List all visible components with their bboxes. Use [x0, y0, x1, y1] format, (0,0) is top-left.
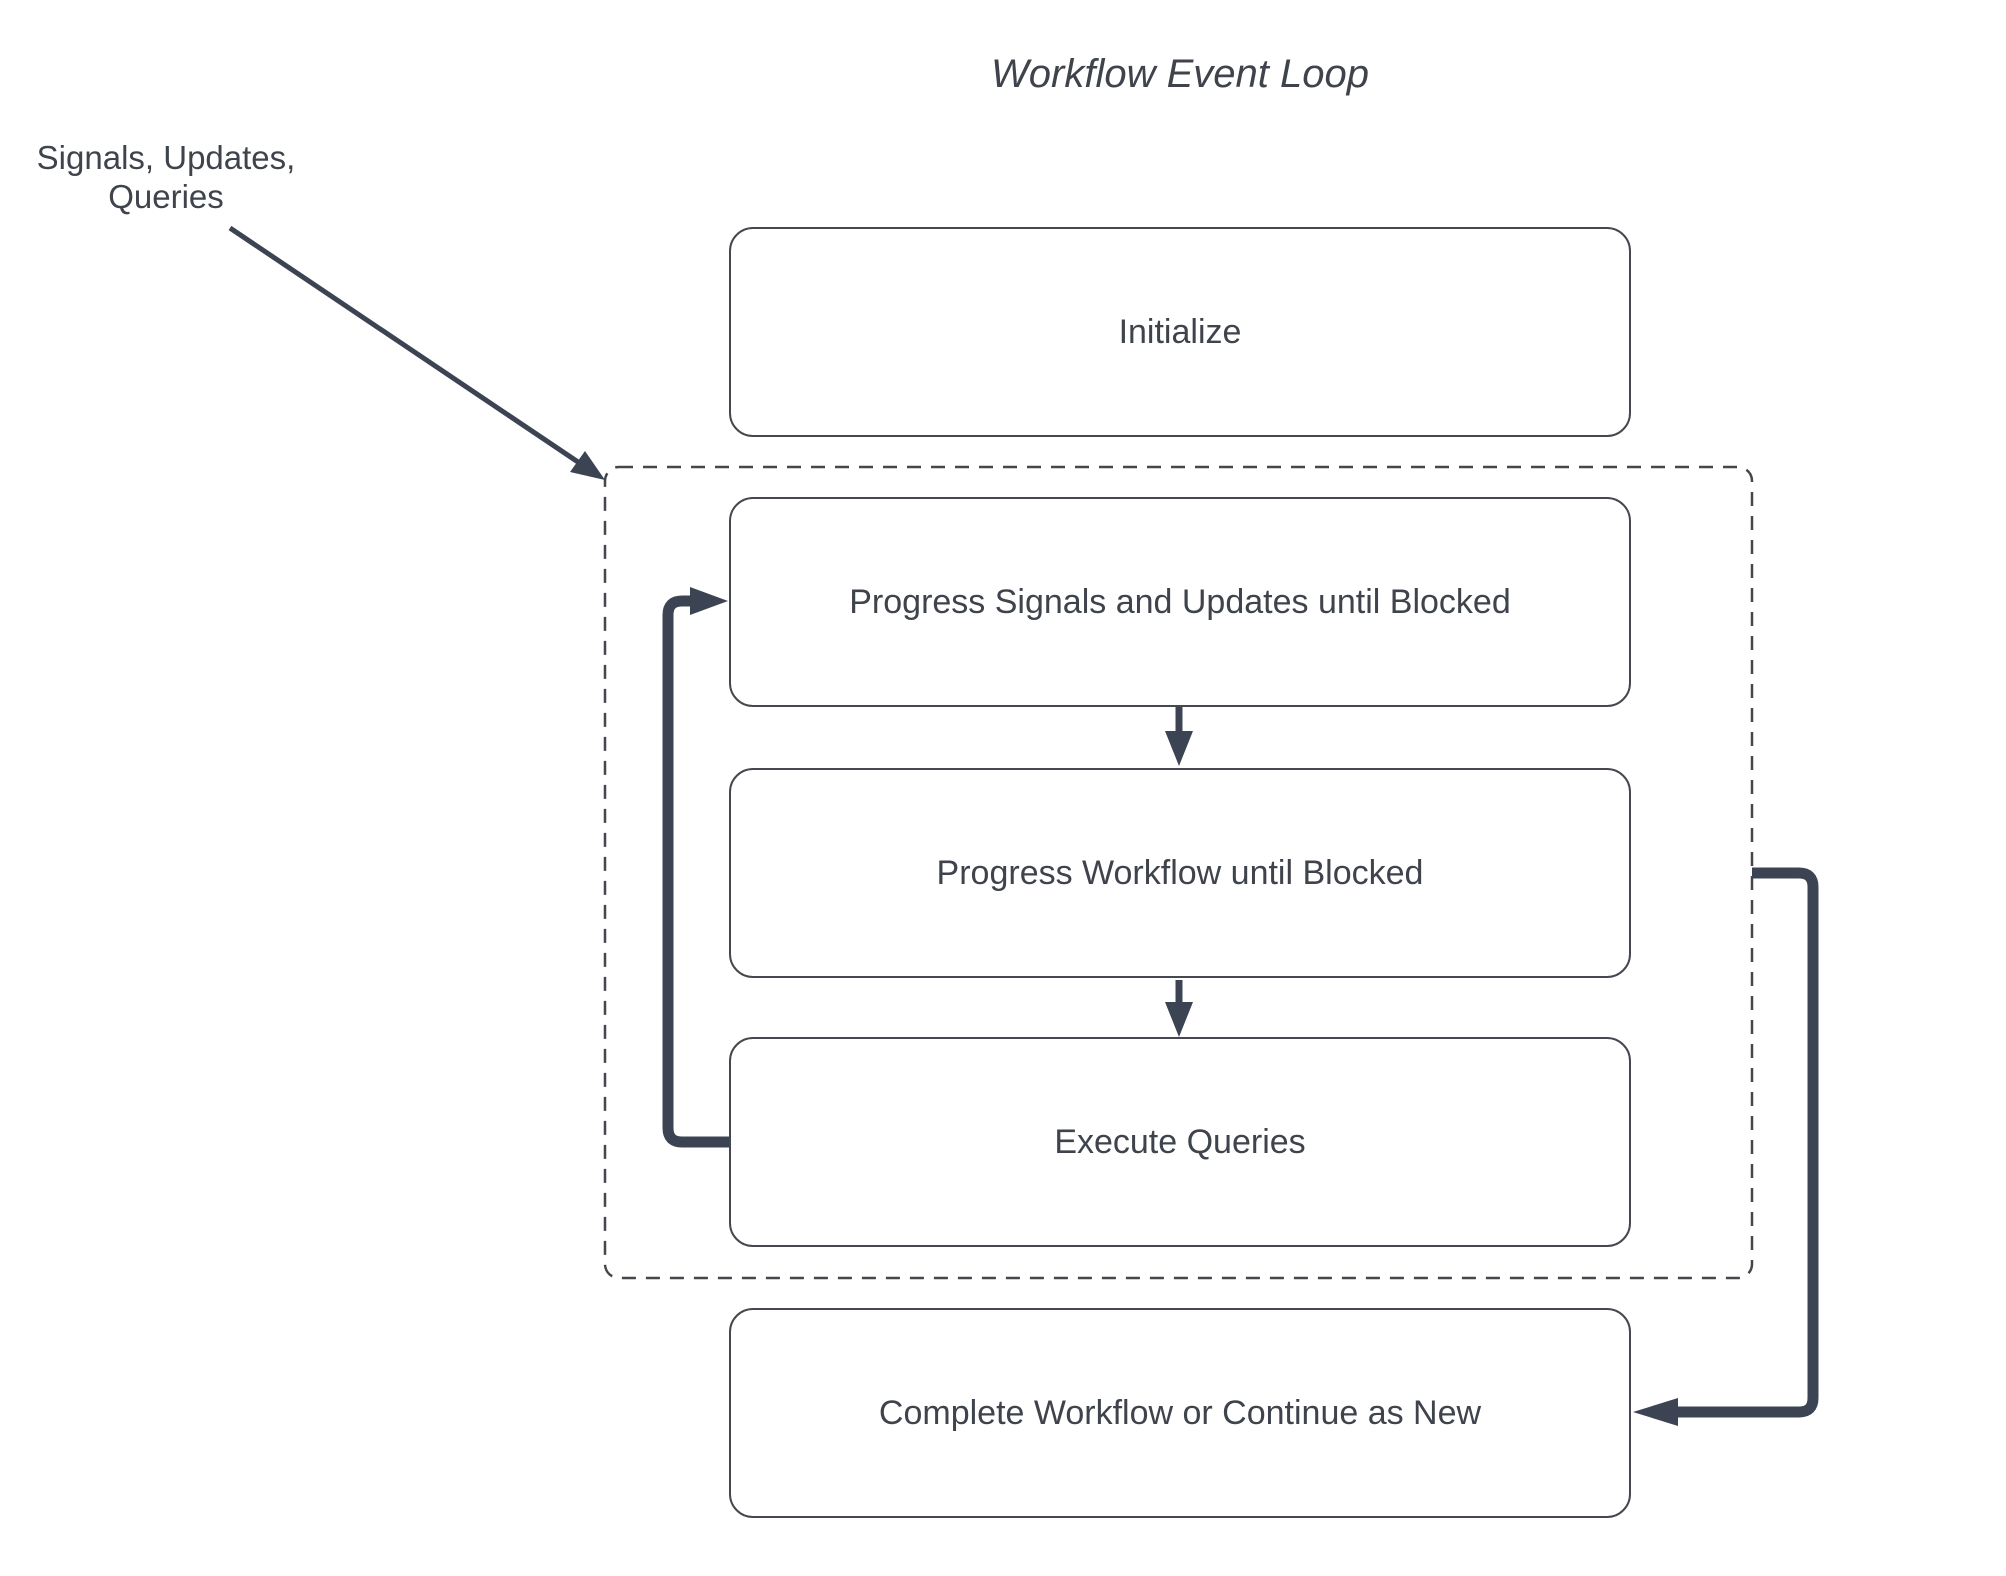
- signals-updates-queries-label: Signals, Updates, Queries: [16, 138, 316, 216]
- signals-to-workflow-arrow: [1165, 707, 1193, 766]
- loop-to-complete-arrow: [1633, 867, 1819, 1426]
- node-execute-queries-label: Execute Queries: [1054, 1122, 1306, 1161]
- node-initialize: Initialize: [729, 227, 1631, 437]
- node-progress-signals-updates: Progress Signals and Updates until Block…: [729, 497, 1631, 707]
- signals-input-arrow: [228, 225, 605, 480]
- node-progress-workflow: Progress Workflow until Blocked: [729, 768, 1631, 978]
- diagram-title: Workflow Event Loop: [991, 52, 1369, 96]
- signals-updates-queries-line1: Signals, Updates,: [36, 139, 296, 176]
- node-initialize-label: Initialize: [1118, 312, 1242, 351]
- node-progress-workflow-label: Progress Workflow until Blocked: [936, 853, 1424, 892]
- signals-updates-queries-line2: Queries: [108, 178, 224, 215]
- queries-loopback-arrow: [662, 587, 729, 1148]
- workflow-to-queries-arrow: [1165, 980, 1193, 1037]
- node-complete-workflow: Complete Workflow or Continue as New: [729, 1308, 1631, 1518]
- node-progress-signals-updates-label: Progress Signals and Updates until Block…: [849, 582, 1511, 621]
- node-complete-workflow-label: Complete Workflow or Continue as New: [878, 1393, 1482, 1432]
- node-execute-queries: Execute Queries: [729, 1037, 1631, 1247]
